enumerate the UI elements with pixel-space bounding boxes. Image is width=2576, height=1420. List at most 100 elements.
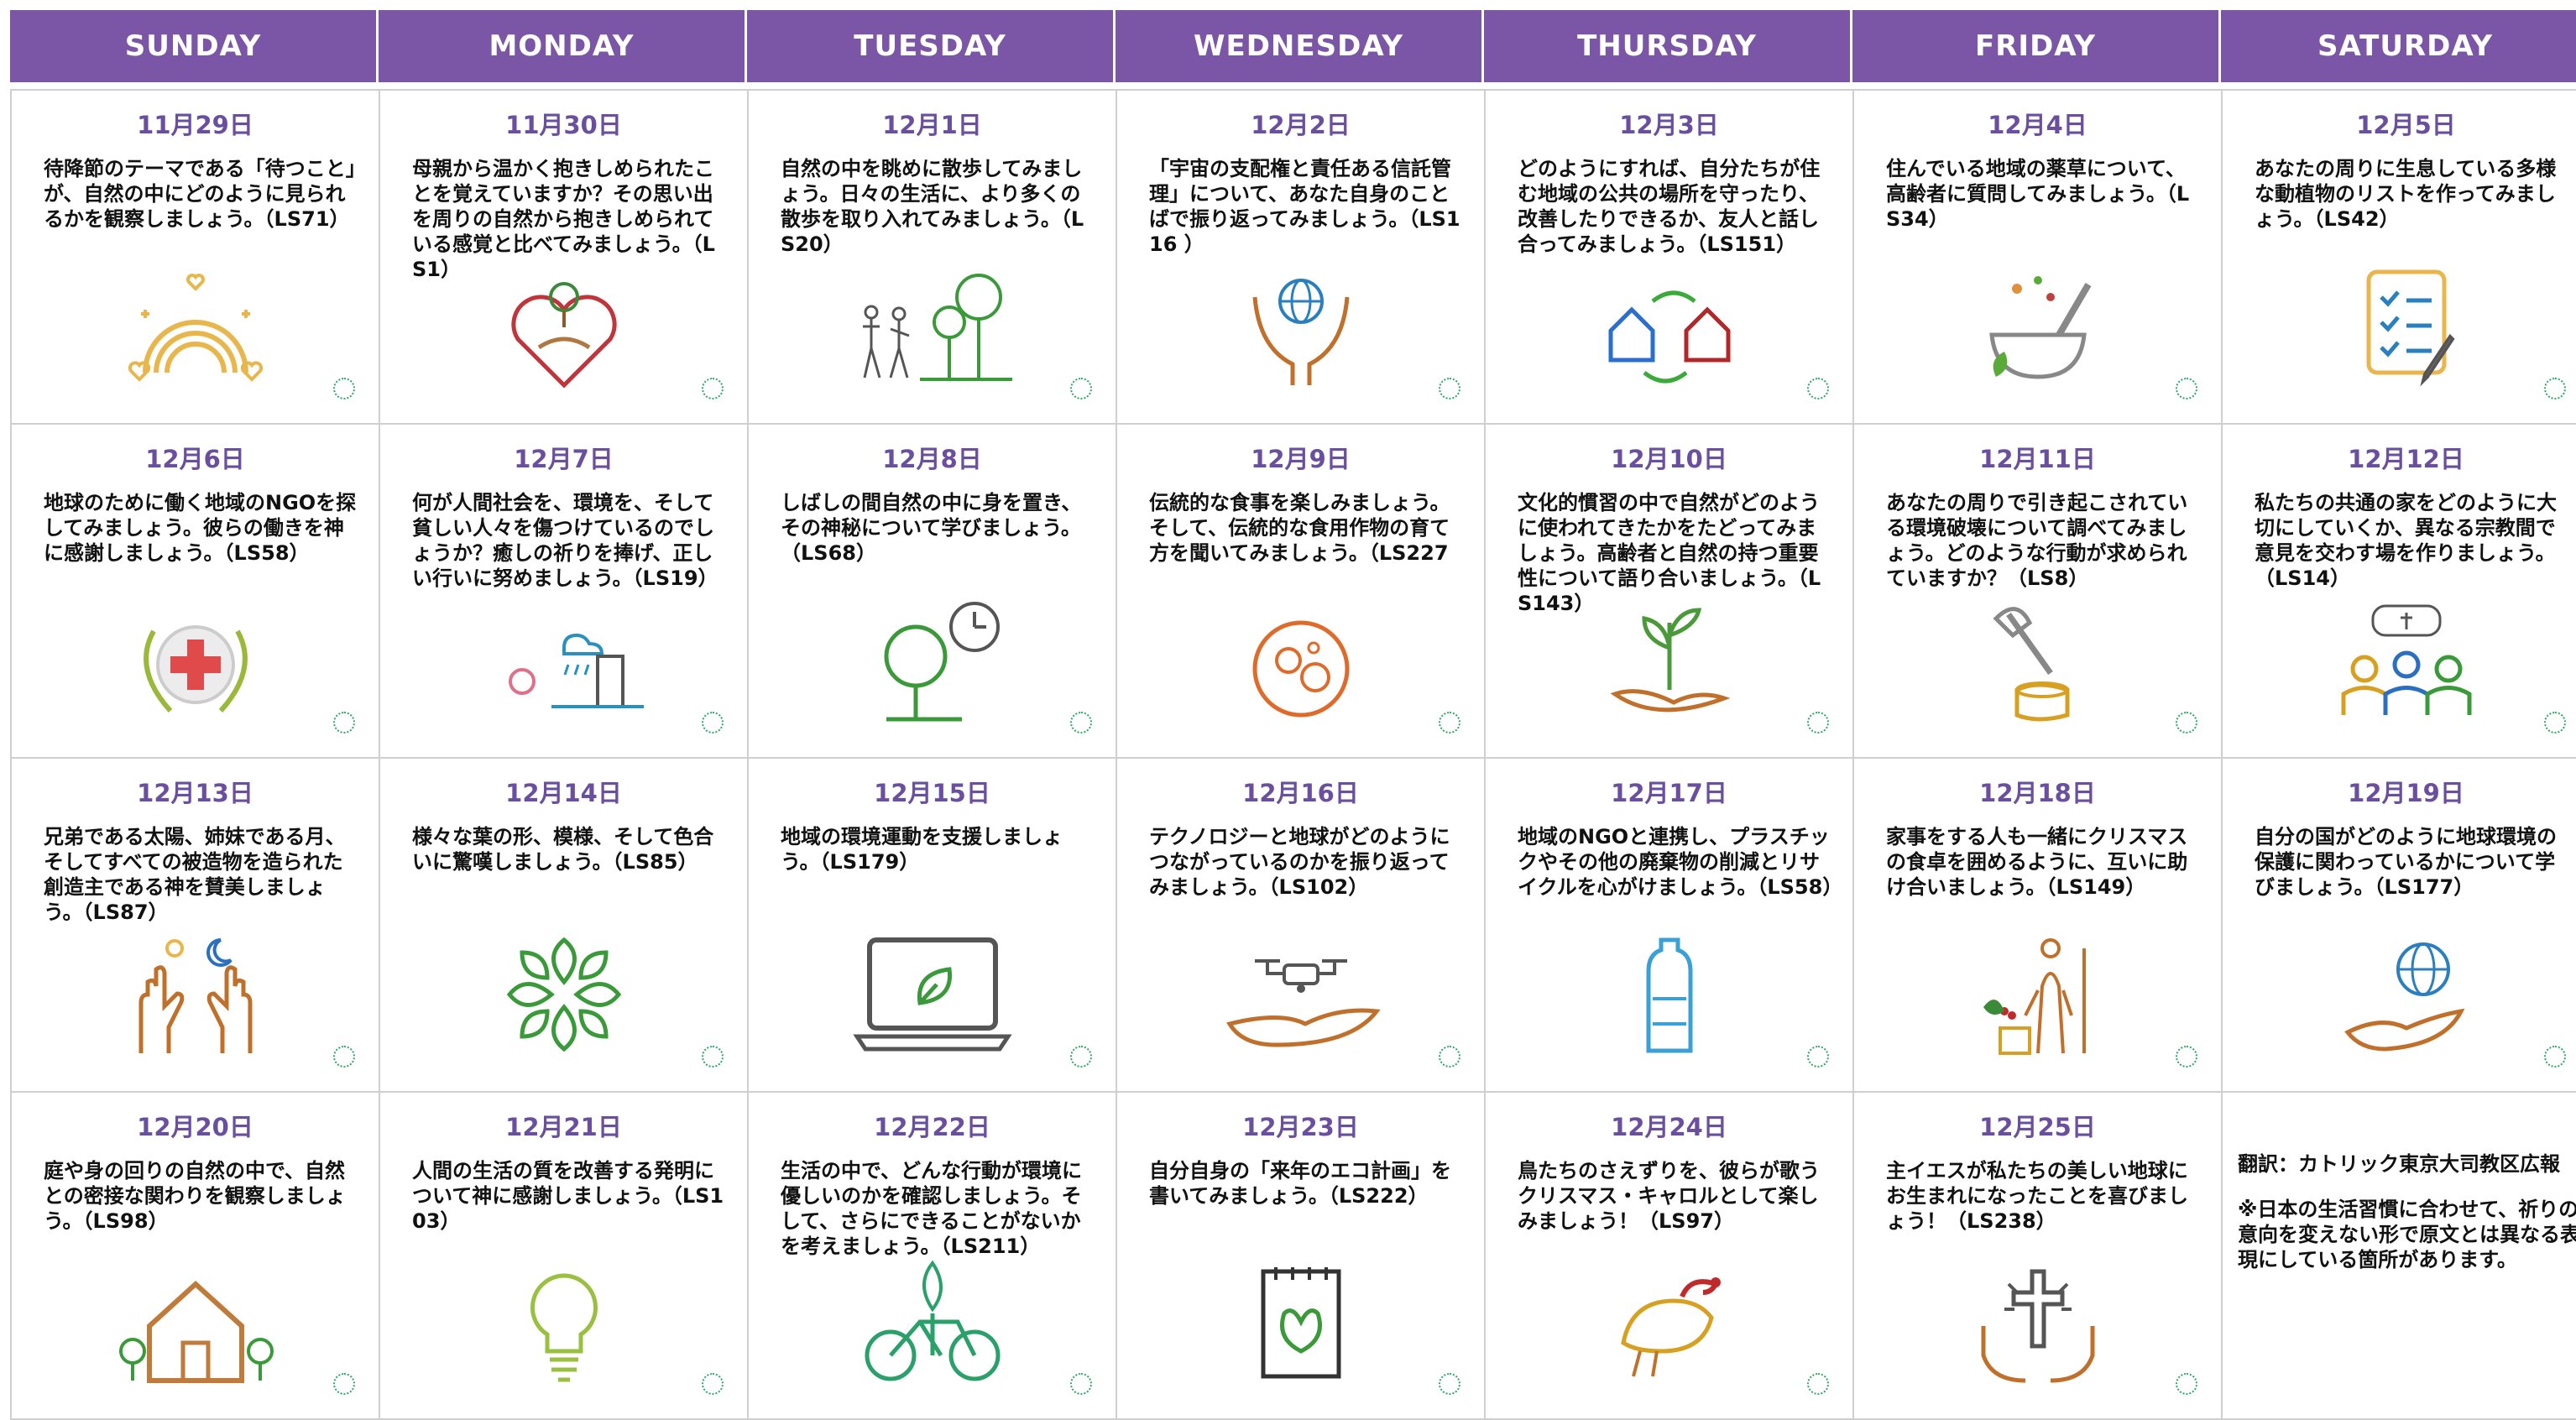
checkbox-circle[interactable] bbox=[2176, 378, 2197, 399]
day-cell: 12月3日どのようにすれば、自分たちが住む地域の公共の場所を守ったり、改善したり… bbox=[1486, 91, 1854, 425]
sprout-hand-icon bbox=[1590, 598, 1749, 723]
checkbox-circle[interactable] bbox=[1439, 1046, 1460, 1068]
checkbox-circle[interactable] bbox=[2544, 712, 2566, 733]
day-date: 12月12日 bbox=[2348, 445, 2464, 473]
day-date: 12月5日 bbox=[2356, 111, 2456, 139]
day-cell: 12月11日あなたの周りで引き起こされている環境破壊について調べてみましょう。ど… bbox=[1854, 425, 2223, 759]
day-prompt: 文化的慣習の中で自然がどのように使われてきたかをたどってみましょう。高齢者と自然… bbox=[1518, 491, 1821, 615]
day-cell: 12月19日自分の国がどのように地球環境の保護に関わっているかについて学びましょ… bbox=[2223, 759, 2576, 1093]
day-date: 12月14日 bbox=[505, 779, 622, 807]
day-date: 12月16日 bbox=[1242, 779, 1359, 807]
pollution-icon bbox=[484, 598, 644, 723]
day-prompt: 庭や身の回りの自然の中で、自然との密接な関わりを観察しましょう。（LS98） bbox=[44, 1159, 346, 1233]
day-date: 12月9日 bbox=[1251, 445, 1351, 473]
checkbox-circle[interactable] bbox=[1070, 712, 1092, 733]
day-prompt: 家事をする人も一緒にクリスマスの食卓を囲めるように、互いに助け合いましょう。（L… bbox=[1886, 825, 2188, 899]
checkbox-circle[interactable] bbox=[333, 378, 355, 399]
checkbox-circle[interactable] bbox=[1070, 1046, 1092, 1068]
day-prompt: 様々な葉の形、模様、そして色合いに驚嘆しましょう。（LS85） bbox=[412, 825, 714, 874]
globe-hands-icon bbox=[1221, 264, 1381, 389]
lightbulb-icon bbox=[484, 1259, 644, 1385]
checkbox-circle[interactable] bbox=[1070, 378, 1092, 399]
day-prompt: 母親から温かく抱きしめられたことを覚えていますか？その思い出を周りの自然から抱き… bbox=[412, 157, 715, 281]
day-prompt: 私たちの共通の家をどのように大切にしていくか、異なる宗教間で意見を交わす場を作り… bbox=[2255, 491, 2557, 590]
day-cell: 12月1日自然の中を眺めに散歩してみましょう。日々の生活に、より多くの散歩を取り… bbox=[749, 91, 1117, 425]
day-date: 12月21日 bbox=[505, 1113, 622, 1141]
day-cell: 12月5日あなたの周りに生息している多様な動植物のリストを作ってみましょう。（L… bbox=[2223, 91, 2576, 425]
advent-calendar: SUNDAY MONDAY TUESDAY WEDNESDAY THURSDAY… bbox=[10, 10, 2576, 1420]
weekday-sunday: SUNDAY bbox=[10, 10, 379, 82]
checkbox-circle[interactable] bbox=[2176, 712, 2197, 733]
day-cell: 12月17日地域のNGOと連携し、プラスチックやその他の廃棄物の削減とリサイクル… bbox=[1486, 759, 1854, 1093]
checkbox-circle[interactable] bbox=[333, 712, 355, 733]
checkbox-circle[interactable] bbox=[1807, 1046, 1829, 1068]
day-prompt: あなたの周りに生息している多様な動植物のリストを作ってみましょう。（LS42） bbox=[2255, 157, 2557, 231]
day-cell: 12月4日住んでいる地域の薬草について、高齢者に質問してみましょう。（LS34） bbox=[1854, 91, 2223, 425]
day-cell: 12月8日しばしの間自然の中に身を置き、その神秘について学びましょう。（LS68… bbox=[749, 425, 1117, 759]
translation-note-cell: 翻訳：カトリック東京大司教区広報※日本の生活習慣に合わせて、祈りの意向を変えない… bbox=[2223, 1093, 2576, 1420]
bicycle-plant-icon bbox=[853, 1259, 1012, 1385]
day-cell: 12月25日主イエスが私たちの美しい地球にお生まれになったことを喜びましょう！（… bbox=[1854, 1093, 2223, 1420]
day-date: 12月4日 bbox=[1988, 111, 2087, 139]
globe-hand-icon bbox=[2327, 932, 2486, 1057]
checkbox-circle[interactable] bbox=[333, 1373, 355, 1395]
day-cell: 12月14日様々な葉の形、模様、そして色合いに驚嘆しましょう。（LS85） bbox=[380, 759, 749, 1093]
day-cell: 12月23日自分自身の「来年のエコ計画」を書いてみましょう。（LS222） bbox=[1117, 1093, 1486, 1420]
day-cell: 12月16日テクノロジーと地球がどのようにつながっているのかを振り返ってみましょ… bbox=[1117, 759, 1486, 1093]
day-prompt: どのようにすれば、自分たちが住む地域の公共の場所を守ったり、改善したりできるか、… bbox=[1518, 157, 1821, 256]
day-cell: 12月10日文化的慣習の中で自然がどのように使われてきたかをたどってみましょう。… bbox=[1486, 425, 1854, 759]
heart-tree-hands-icon bbox=[484, 264, 644, 389]
checkbox-circle[interactable] bbox=[1439, 378, 1460, 399]
day-cell: 11月29日待降節のテーマである「待つこと」が、自然の中にどのように見られるかを… bbox=[12, 91, 380, 425]
weekday-header: SUNDAY MONDAY TUESDAY WEDNESDAY THURSDAY… bbox=[10, 10, 2576, 82]
day-prompt: 自分の国がどのように地球環境の保護に関わっているかについて学びましょう。（LS1… bbox=[2255, 825, 2557, 899]
weekday-tuesday: TUESDAY bbox=[747, 10, 1116, 82]
checkbox-circle[interactable] bbox=[1807, 712, 1829, 733]
checkbox-circle[interactable] bbox=[1807, 378, 1829, 399]
checkbox-circle[interactable] bbox=[1070, 1373, 1092, 1395]
translation-note: 翻訳：カトリック東京大司教区広報※日本の生活習慣に合わせて、祈りの意向を変えない… bbox=[2238, 1151, 2576, 1292]
day-prompt: しばしの間自然の中に身を置き、その神秘について学びましょう。（LS68） bbox=[781, 491, 1082, 565]
translation-credit: 翻訳：カトリック東京大司教区広報 bbox=[2238, 1152, 2560, 1176]
checkbox-circle[interactable] bbox=[1439, 712, 1460, 733]
leaves-pattern-icon bbox=[484, 932, 644, 1057]
day-date: 12月20日 bbox=[137, 1113, 253, 1141]
notepad-leaf-icon bbox=[1221, 1259, 1381, 1385]
red-cross-wreath-icon bbox=[116, 598, 275, 723]
praising-hands-icon bbox=[116, 932, 275, 1057]
interfaith-people-icon bbox=[2327, 598, 2486, 723]
day-date: 12月8日 bbox=[882, 445, 982, 473]
day-cell: 12月12日私たちの共通の家をどのように大切にしていくか、異なる宗教間で意見を交… bbox=[2223, 425, 2576, 759]
checkbox-circle[interactable] bbox=[2176, 1046, 2197, 1068]
day-prompt: 鳥たちのさえずりを、彼らが歌うクリスマス・キャロルとして楽しみましょう！（LS9… bbox=[1518, 1159, 1820, 1233]
checkbox-circle[interactable] bbox=[2176, 1373, 2197, 1395]
weekday-wednesday: WEDNESDAY bbox=[1116, 10, 1484, 82]
mortar-herbs-icon bbox=[1958, 264, 2118, 389]
day-date: 12月19日 bbox=[2348, 779, 2464, 807]
day-cell: 12月7日何が人間社会を、環境を、そして貧しい人々を傷つけているのでしょうか？癒… bbox=[380, 425, 749, 759]
checkbox-circle[interactable] bbox=[702, 378, 724, 399]
checkbox-circle[interactable] bbox=[702, 712, 724, 733]
day-date: 12月7日 bbox=[514, 445, 614, 473]
day-cell: 12月18日家事をする人も一緒にクリスマスの食卓を囲めるように、互いに助け合いま… bbox=[1854, 759, 2223, 1093]
checkbox-circle[interactable] bbox=[2544, 378, 2566, 399]
house-trees-icon bbox=[116, 1259, 275, 1385]
checklist-icon bbox=[2327, 264, 2486, 389]
day-prompt: テクノロジーと地球がどのようにつながっているのかを振り返ってみましょう。（LS1… bbox=[1149, 825, 1450, 899]
checkbox-circle[interactable] bbox=[333, 1046, 355, 1068]
day-prompt: 地域の環境運動を支援しましょう。（LS179） bbox=[781, 825, 1063, 874]
weekday-thursday: THURSDAY bbox=[1484, 10, 1852, 82]
day-cell: 11月30日母親から温かく抱きしめられたことを覚えていますか？その思い出を周りの… bbox=[380, 91, 749, 425]
checkbox-circle[interactable] bbox=[1807, 1373, 1829, 1395]
checkbox-circle[interactable] bbox=[702, 1046, 724, 1068]
weekday-monday: MONDAY bbox=[379, 10, 747, 82]
day-prompt: 主イエスが私たちの美しい地球にお生まれになったことを喜びましょう！（LS238） bbox=[1886, 1159, 2188, 1233]
checkbox-circle[interactable] bbox=[702, 1373, 724, 1395]
day-date: 12月2日 bbox=[1251, 111, 1351, 139]
day-cell: 12月24日鳥たちのさえずりを、彼らが歌うクリスマス・キャロルとして楽しみましょ… bbox=[1486, 1093, 1854, 1420]
day-date: 12月3日 bbox=[1619, 111, 1719, 139]
checkbox-circle[interactable] bbox=[1439, 1373, 1460, 1395]
checkbox-circle[interactable] bbox=[2544, 1046, 2566, 1068]
drone-hand-icon bbox=[1221, 932, 1381, 1057]
day-date: 11月30日 bbox=[505, 111, 622, 139]
